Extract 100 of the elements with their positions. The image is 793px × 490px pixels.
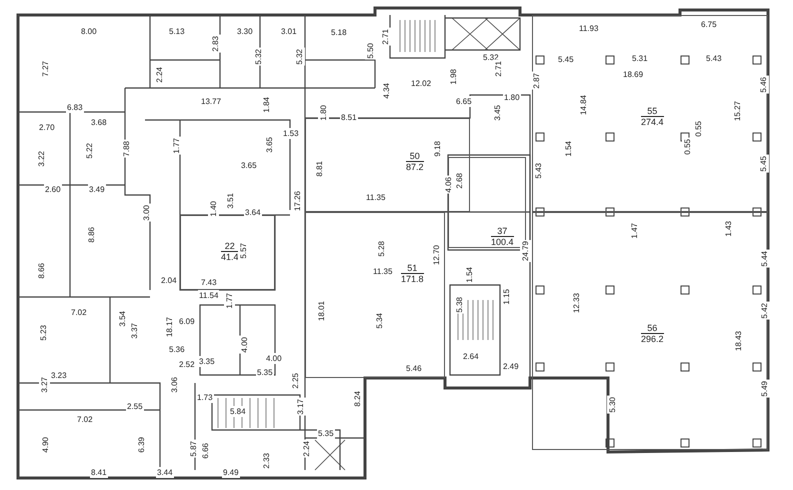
room-outline [305,212,445,378]
dimension-label: 1.40 [208,200,219,218]
dimension-label: 3.00 [141,204,152,222]
dimension-label: 12.70 [431,244,442,266]
room-outline [532,212,768,450]
dimension-label: 3.54 [117,310,128,328]
dimension-label: 6.75 [700,19,718,30]
dimension-label: 2.70 [38,122,56,133]
dimension-label: 5.32 [294,48,305,66]
dimension-label: 3.37 [129,322,140,340]
dimension-label: 2.49 [502,361,520,372]
dimension-label: 3.65 [240,160,258,171]
dimension-label: 5.22 [84,142,95,160]
dimension-label: 5.84 [229,406,247,417]
dimension-label: 24.79 [520,240,531,262]
dimension-label: 3.65 [264,136,275,154]
dimension-label: 2.24 [154,66,165,84]
dimension-label: 3.23 [50,370,68,381]
dimension-label: 5.57 [238,242,249,260]
dimension-label: 8.81 [314,160,325,178]
dimension-label: 6.65 [455,96,473,107]
dimension-label: 5.46 [758,76,769,94]
room-area: 87.2 [406,161,424,172]
dimension-label: 2.33 [261,452,272,470]
dimension-label: 2.87 [531,72,542,90]
dimension-label: 5.45 [557,54,575,65]
dimension-label: 11.54 [198,290,220,301]
dimension-label: 8.66 [36,262,47,280]
dimension-label: 5.23 [38,324,49,342]
dimension-label: 3.30 [236,26,254,37]
dimension-label: 4.90 [40,436,51,454]
dimension-label: 5.35 [317,428,335,439]
dimension-label: 6.09 [178,316,196,327]
dimension-label: 18.43 [733,330,744,352]
dimension-label: 3.51 [225,192,236,210]
dimension-label: 7.43 [200,277,218,288]
dimension-label: 4.34 [381,82,392,100]
dimension-label: 5.46 [405,363,423,374]
dimension-label: 4.06 [443,176,454,194]
room-number: 56 [647,323,658,333]
room-number: 55 [647,106,658,116]
dimension-label: 5.42 [759,302,770,320]
room-area: 296.2 [641,333,664,344]
dimension-label: 2.55 [126,401,144,412]
dimension-label: 1.73 [196,392,214,403]
dimension-label: 3.17 [295,398,306,416]
dimension-label: 3.44 [156,467,174,478]
dimension-label: 1.98 [448,68,459,86]
dimension-label: 3.27 [39,376,50,394]
dimension-label: 3.64 [244,207,262,218]
room-number: 22 [224,241,235,251]
dimension-label: 11.93 [578,23,600,34]
dimension-label: 5.34 [374,312,385,330]
dimension-label: 2.68 [454,172,465,190]
dimension-label: 5.43 [705,53,723,64]
dimension-label: 1.43 [723,220,734,238]
dimension-label: 8.41 [90,467,108,478]
dimension-label: 0.55 [693,120,704,138]
room-number: 51 [407,263,418,273]
dimension-label: 4.00 [265,353,283,364]
dimension-label: 1.47 [629,222,640,240]
dimension-label: 6.83 [66,102,84,113]
dimension-label: 18.17 [164,316,175,338]
dimension-label: 5.31 [631,53,649,64]
dimension-label: 2.04 [160,275,178,286]
dimension-label: 5.38 [454,296,465,314]
dimension-label: 4.00 [239,336,250,354]
dimension-label: 2.60 [44,184,62,195]
dimension-label: 5.32 [253,48,264,66]
dimension-label: 1.84 [261,96,272,114]
dimension-label: 12.02 [410,78,432,89]
dimension-label: 5.44 [759,250,770,268]
dimension-label: 3.01 [280,26,298,37]
dimension-label: 2.83 [210,35,221,53]
dimension-label: 2.64 [462,351,480,362]
dimension-label: 5.30 [607,396,618,414]
dimension-label: 14.84 [578,94,589,116]
dimension-label: 1.54 [563,140,574,158]
dimension-label: 5.43 [533,162,544,180]
dimension-label: 8.86 [86,226,97,244]
dimension-label: 2.71 [380,28,391,46]
dimension-label: 2.52 [178,359,196,370]
dimension-label: 7.88 [121,140,132,158]
dimension-label: 6.39 [136,436,147,454]
dimension-label: 5.45 [758,155,769,173]
dimension-label: 0.55 [682,138,693,156]
dimension-label: 5.18 [330,27,348,38]
dimension-label: 2.24 [301,440,312,458]
dimension-label: 6.66 [200,442,211,460]
dimension-label: 17.26 [292,190,303,212]
room-number: 37 [497,226,508,236]
dimension-label: 12.33 [571,292,582,314]
dimension-label: 1.80 [503,92,521,103]
dimension-label: 11.35 [372,266,394,277]
dimension-label: 5.13 [168,26,186,37]
dimension-label: 3.06 [169,376,180,394]
dimension-label: 18.01 [316,300,327,322]
dimension-label: 5.35 [256,367,274,378]
dimension-label: 3.68 [90,117,108,128]
dimension-label: 7.02 [76,414,94,425]
